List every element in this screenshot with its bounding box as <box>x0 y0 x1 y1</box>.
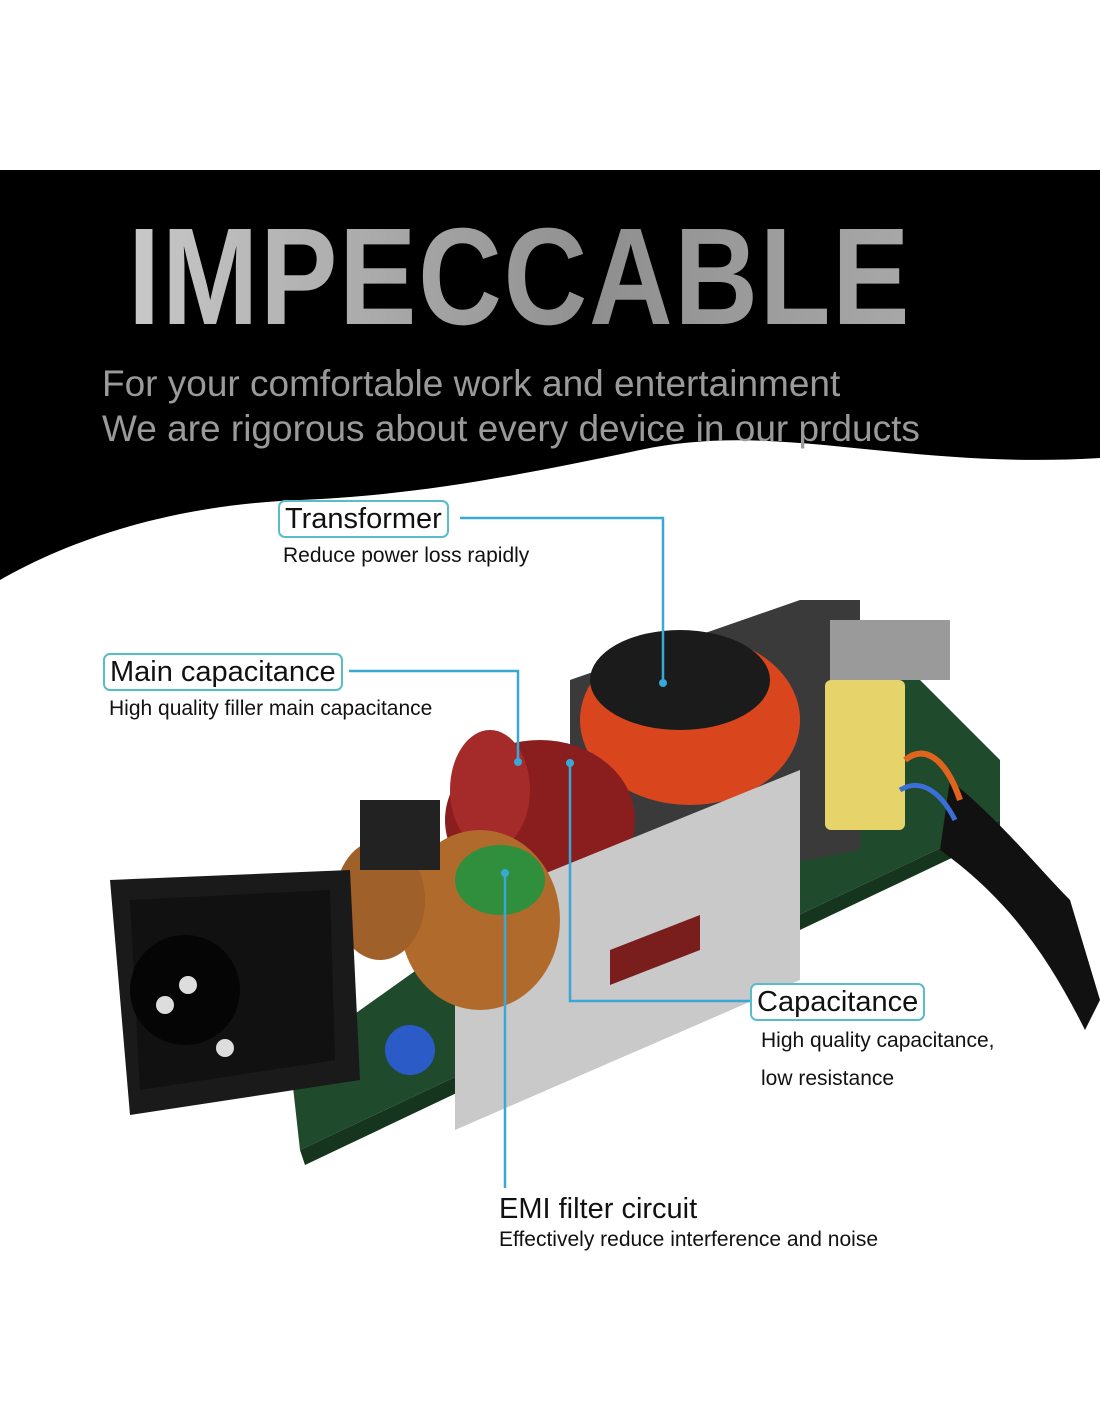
capacitance-label: Capacitance <box>750 983 926 1021</box>
emi-description: Effectively reduce interference and nois… <box>499 1228 879 1251</box>
main-capacitance-leader <box>349 669 520 762</box>
main-capacitance-description: High quality filler main capacitance <box>109 697 433 720</box>
capacitance-description-1: High quality capacitance, <box>761 1029 995 1052</box>
transformer-label: Transformer <box>278 500 449 538</box>
emi-label: EMI filter circuit <box>499 1193 698 1225</box>
headline: IMPECCABLE <box>128 200 912 354</box>
transformer-description: Reduce power loss rapidly <box>283 544 530 567</box>
capacitance-description-2: low resistance <box>761 1067 895 1090</box>
output-cable <box>940 780 1100 1030</box>
capacitance-leader <box>568 763 750 1003</box>
transformer-leader <box>460 516 665 683</box>
subtitle-line-2: We are rigorous about every device in ou… <box>102 408 920 449</box>
subtitle-line-1: For your comfortable work and entertainm… <box>102 363 841 404</box>
main-capacitance-label: Main capacitance <box>103 653 343 691</box>
black-wave-band <box>0 170 1100 580</box>
